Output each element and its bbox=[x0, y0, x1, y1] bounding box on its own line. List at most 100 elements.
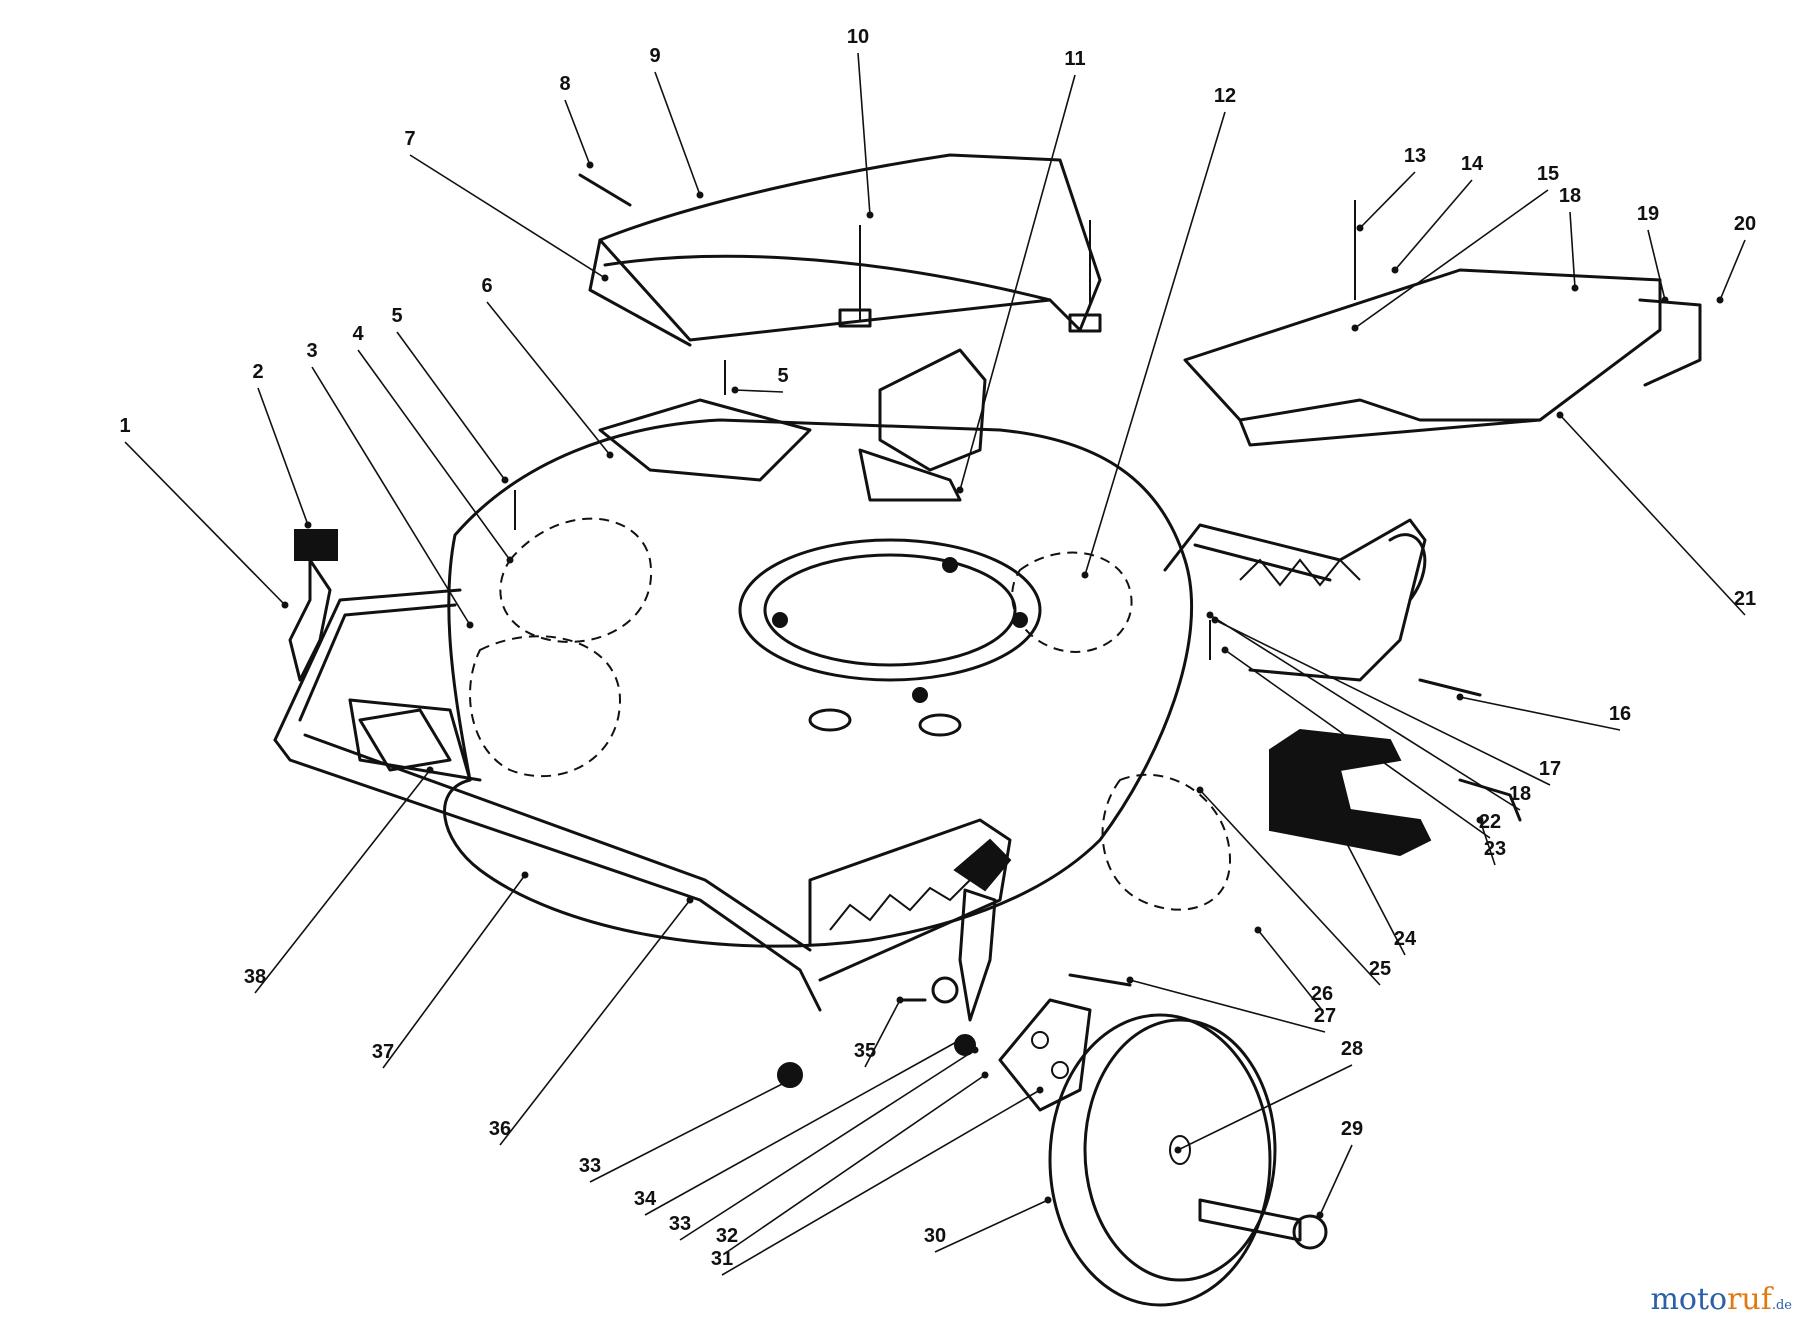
leader-dot-c35 bbox=[896, 996, 904, 1004]
leader-line-c1 bbox=[124, 441, 286, 606]
callout-label-c18b: 18 bbox=[1509, 783, 1531, 805]
leader-dot-c15 bbox=[1351, 324, 1359, 332]
leader-line-c38 bbox=[254, 769, 431, 994]
leader-line-c6 bbox=[486, 301, 611, 456]
callout-label-c38: 38 bbox=[244, 966, 266, 988]
leader-dot-c18b bbox=[1206, 611, 1214, 619]
leader-line-c27 bbox=[1129, 979, 1326, 1033]
leader-dot-c9 bbox=[696, 191, 704, 199]
leader-dot-c23 bbox=[1476, 816, 1484, 824]
callout-label-c9: 9 bbox=[649, 45, 660, 67]
leader-line-c13 bbox=[1359, 171, 1416, 229]
watermark-suffix: .de bbox=[1771, 1298, 1792, 1313]
leader-line-c35 bbox=[864, 999, 901, 1068]
leader-dot-c28 bbox=[1174, 1146, 1182, 1154]
callout-label-c24: 24 bbox=[1394, 928, 1417, 950]
leader-dot-c36 bbox=[686, 896, 694, 904]
leader-dot-c26 bbox=[1254, 926, 1262, 934]
leader-line-c21 bbox=[1559, 414, 1746, 616]
callout-label-c15: 15 bbox=[1537, 163, 1559, 185]
leader-line-c5b bbox=[734, 389, 784, 393]
callout-label-c33a: 33 bbox=[579, 1155, 601, 1177]
callout-label-c26: 26 bbox=[1311, 983, 1333, 1005]
watermark-text-b: ruf bbox=[1727, 1282, 1772, 1317]
side-discharge-plate bbox=[1183, 268, 1702, 447]
leader-line-c12 bbox=[1084, 111, 1226, 576]
callout-label-c21: 21 bbox=[1734, 588, 1756, 610]
callout-label-c11: 11 bbox=[1064, 48, 1085, 70]
callout-label-c12: 12 bbox=[1214, 85, 1236, 107]
leader-line-c14 bbox=[1394, 179, 1473, 271]
callout-label-c35: 35 bbox=[854, 1040, 876, 1062]
leader-line-c11 bbox=[959, 74, 1076, 491]
callout-label-c5b: 5 bbox=[777, 365, 788, 387]
callout-label-c19: 19 bbox=[1637, 203, 1659, 225]
callout-label-c27: 27 bbox=[1314, 1005, 1336, 1027]
leader-dot-c32 bbox=[981, 1071, 989, 1079]
leader-line-c33a bbox=[589, 1079, 791, 1183]
leader-line-c18b bbox=[1209, 614, 1521, 811]
leader-dot-c25 bbox=[1196, 786, 1204, 794]
leader-line-c5a bbox=[396, 331, 506, 481]
callout-label-c10: 10 bbox=[847, 26, 869, 48]
callout-label-c8: 8 bbox=[559, 73, 570, 95]
callout-label-c3: 3 bbox=[306, 340, 317, 362]
callout-label-c4: 4 bbox=[352, 323, 364, 345]
leader-dot-c33a bbox=[786, 1076, 794, 1084]
leader-dot-c24 bbox=[1341, 836, 1349, 844]
discharge-chute-upper bbox=[588, 153, 1102, 347]
leader-dot-c3 bbox=[466, 621, 474, 629]
leader-line-c23 bbox=[1479, 819, 1496, 866]
wheel-assembly bbox=[998, 998, 1328, 1307]
callout-label-c32: 32 bbox=[716, 1225, 738, 1247]
leader-line-c7 bbox=[409, 154, 606, 279]
rear-flap bbox=[1269, 728, 1432, 857]
leader-dot-c2 bbox=[304, 521, 312, 529]
callout-label-c29: 29 bbox=[1341, 1118, 1363, 1140]
leader-dot-c6 bbox=[606, 451, 614, 459]
leader-line-c3 bbox=[311, 366, 471, 626]
leader-dot-c34 bbox=[956, 1036, 964, 1044]
leader-dot-c37 bbox=[521, 871, 529, 879]
leader-line-c33b bbox=[679, 1049, 976, 1241]
leader-line-c32 bbox=[726, 1074, 986, 1253]
leader-line-c4 bbox=[357, 349, 511, 561]
height-adjuster-front bbox=[931, 838, 1012, 1056]
callout-label-c16: 16 bbox=[1609, 703, 1631, 725]
leader-dot-c18a bbox=[1571, 284, 1579, 292]
watermark-text-a: moto bbox=[1650, 1282, 1728, 1317]
leader-line-c2 bbox=[257, 387, 309, 526]
callout-label-c37: 37 bbox=[372, 1041, 394, 1063]
callout-label-c14: 14 bbox=[1461, 153, 1484, 175]
callout-label-c5a: 5 bbox=[391, 305, 402, 327]
callout-label-c2: 2 bbox=[252, 361, 263, 383]
leader-dot-c38 bbox=[426, 766, 434, 774]
leader-dot-c27 bbox=[1126, 976, 1134, 984]
leader-line-c22 bbox=[1224, 649, 1491, 839]
callout-label-c33b: 33 bbox=[669, 1213, 691, 1235]
leader-line-c31 bbox=[721, 1089, 1041, 1276]
leader-line-c34 bbox=[644, 1039, 961, 1216]
leader-dot-c19 bbox=[1661, 296, 1669, 304]
mower-deck bbox=[273, 348, 1427, 1012]
callout-label-c7: 7 bbox=[404, 128, 415, 150]
callout-label-c30: 30 bbox=[924, 1225, 946, 1247]
leader-dot-c12 bbox=[1081, 571, 1089, 579]
leader-line-c30 bbox=[934, 1199, 1049, 1253]
callout-label-c1: 1 bbox=[119, 415, 130, 437]
leader-line-c36 bbox=[499, 899, 691, 1146]
leader-dot-c13 bbox=[1356, 224, 1364, 232]
leader-line-c18a bbox=[1569, 211, 1576, 289]
callout-label-c6: 6 bbox=[481, 275, 492, 297]
callout-label-c20: 20 bbox=[1734, 213, 1756, 235]
callout-label-c13: 13 bbox=[1404, 145, 1426, 167]
leader-dot-c30 bbox=[1044, 1196, 1052, 1204]
leader-dot-c5a bbox=[501, 476, 509, 484]
fasteners bbox=[514, 173, 1522, 1088]
leader-dot-c8 bbox=[586, 161, 594, 169]
leader-dot-c29 bbox=[1316, 1211, 1324, 1219]
leader-dot-c21 bbox=[1556, 411, 1564, 419]
callout-label-c34: 34 bbox=[634, 1188, 657, 1210]
